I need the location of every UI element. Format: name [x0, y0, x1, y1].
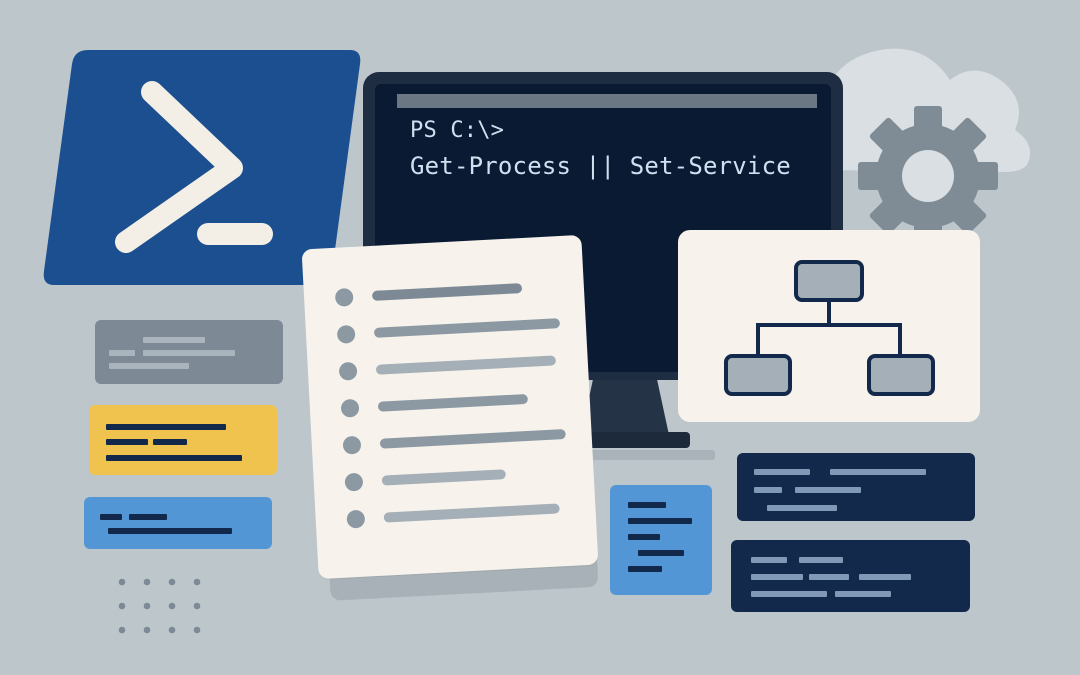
gray-code-card: [95, 320, 283, 384]
code-line: [830, 469, 926, 475]
navy-code-card-top: [737, 453, 975, 521]
code-line: [628, 502, 666, 508]
code-line: [751, 574, 803, 580]
code-line: [859, 574, 911, 580]
terminal-command: Get-Process || Set-Service: [410, 152, 791, 180]
org-chart-icon: [724, 260, 935, 396]
code-line: [628, 534, 660, 540]
code-line: [767, 505, 837, 511]
yellow-code-card: [89, 405, 277, 475]
code-line: [795, 487, 861, 493]
blue-code-card: [84, 497, 272, 549]
code-line: [106, 455, 242, 461]
code-line: [754, 469, 810, 475]
code-line: [628, 566, 662, 572]
terminal-prompt: PS C:\>: [410, 118, 505, 143]
code-line: [628, 518, 692, 524]
code-line: [143, 337, 205, 343]
navy-code-card-bottom: [731, 540, 970, 612]
code-line: [109, 350, 135, 356]
code-line: [835, 591, 891, 597]
code-line: [143, 350, 235, 356]
code-line: [799, 557, 843, 563]
code-line: [638, 550, 684, 556]
code-line: [106, 439, 148, 445]
document-list-items: [335, 283, 566, 529]
code-line: [109, 363, 189, 369]
code-line: [129, 514, 167, 520]
code-line: [751, 557, 787, 563]
code-line: [108, 528, 232, 534]
gear-icon: [858, 106, 998, 246]
code-line: [809, 574, 849, 580]
code-line: [751, 591, 827, 597]
code-line: [100, 514, 122, 520]
dot-grid: [118, 578, 201, 634]
code-line: [754, 487, 782, 493]
powershell-icon: [43, 50, 361, 285]
code-line: [106, 424, 226, 430]
code-line: [153, 439, 187, 445]
blue-note-card: [610, 485, 712, 595]
